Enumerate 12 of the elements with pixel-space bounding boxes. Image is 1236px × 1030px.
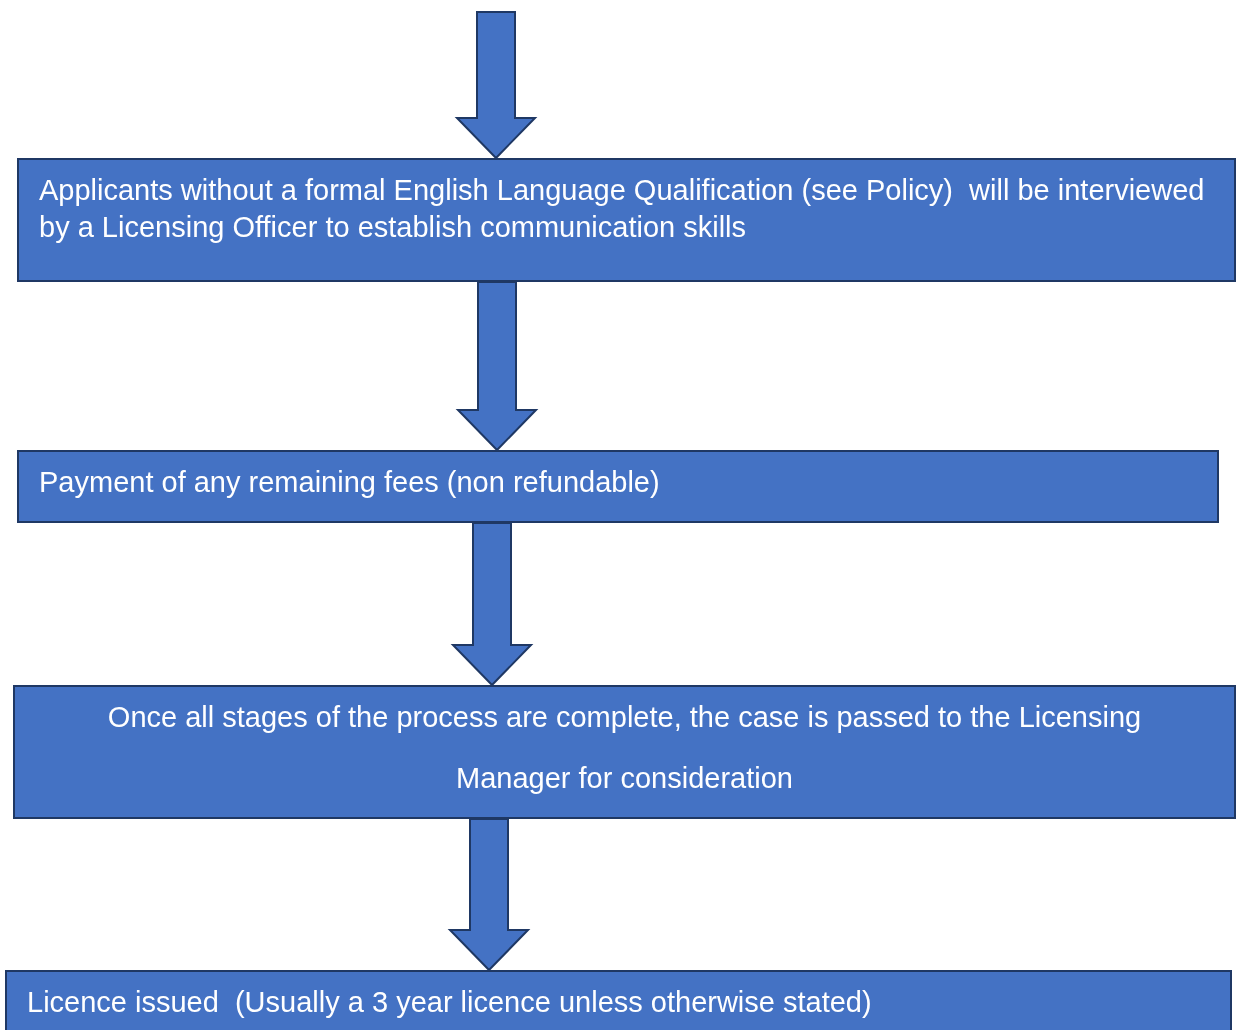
step-text: Once all stages of the process are complete, the case is passed to the Licensing Manager for consideration [106, 700, 1143, 796]
process-box [13, 685, 1236, 819]
block-arrow [455, 281, 539, 452]
step-text: Applicants without a formal English Language Qualification (see Policy) will be interviewed by a Licensing Officer to establish communication skills [39, 173, 1206, 245]
block-arrow [447, 818, 531, 972]
step-text: Licence issued (Usually a 3 year licence unless otherwise stated) [27, 985, 873, 1020]
step-text: Payment of any remaining fees (non refundable) [39, 465, 661, 500]
process-box [5, 970, 1232, 1030]
block-arrow [454, 11, 538, 160]
process-box [17, 158, 1236, 282]
process-box [17, 450, 1219, 523]
block-arrow [450, 522, 534, 687]
